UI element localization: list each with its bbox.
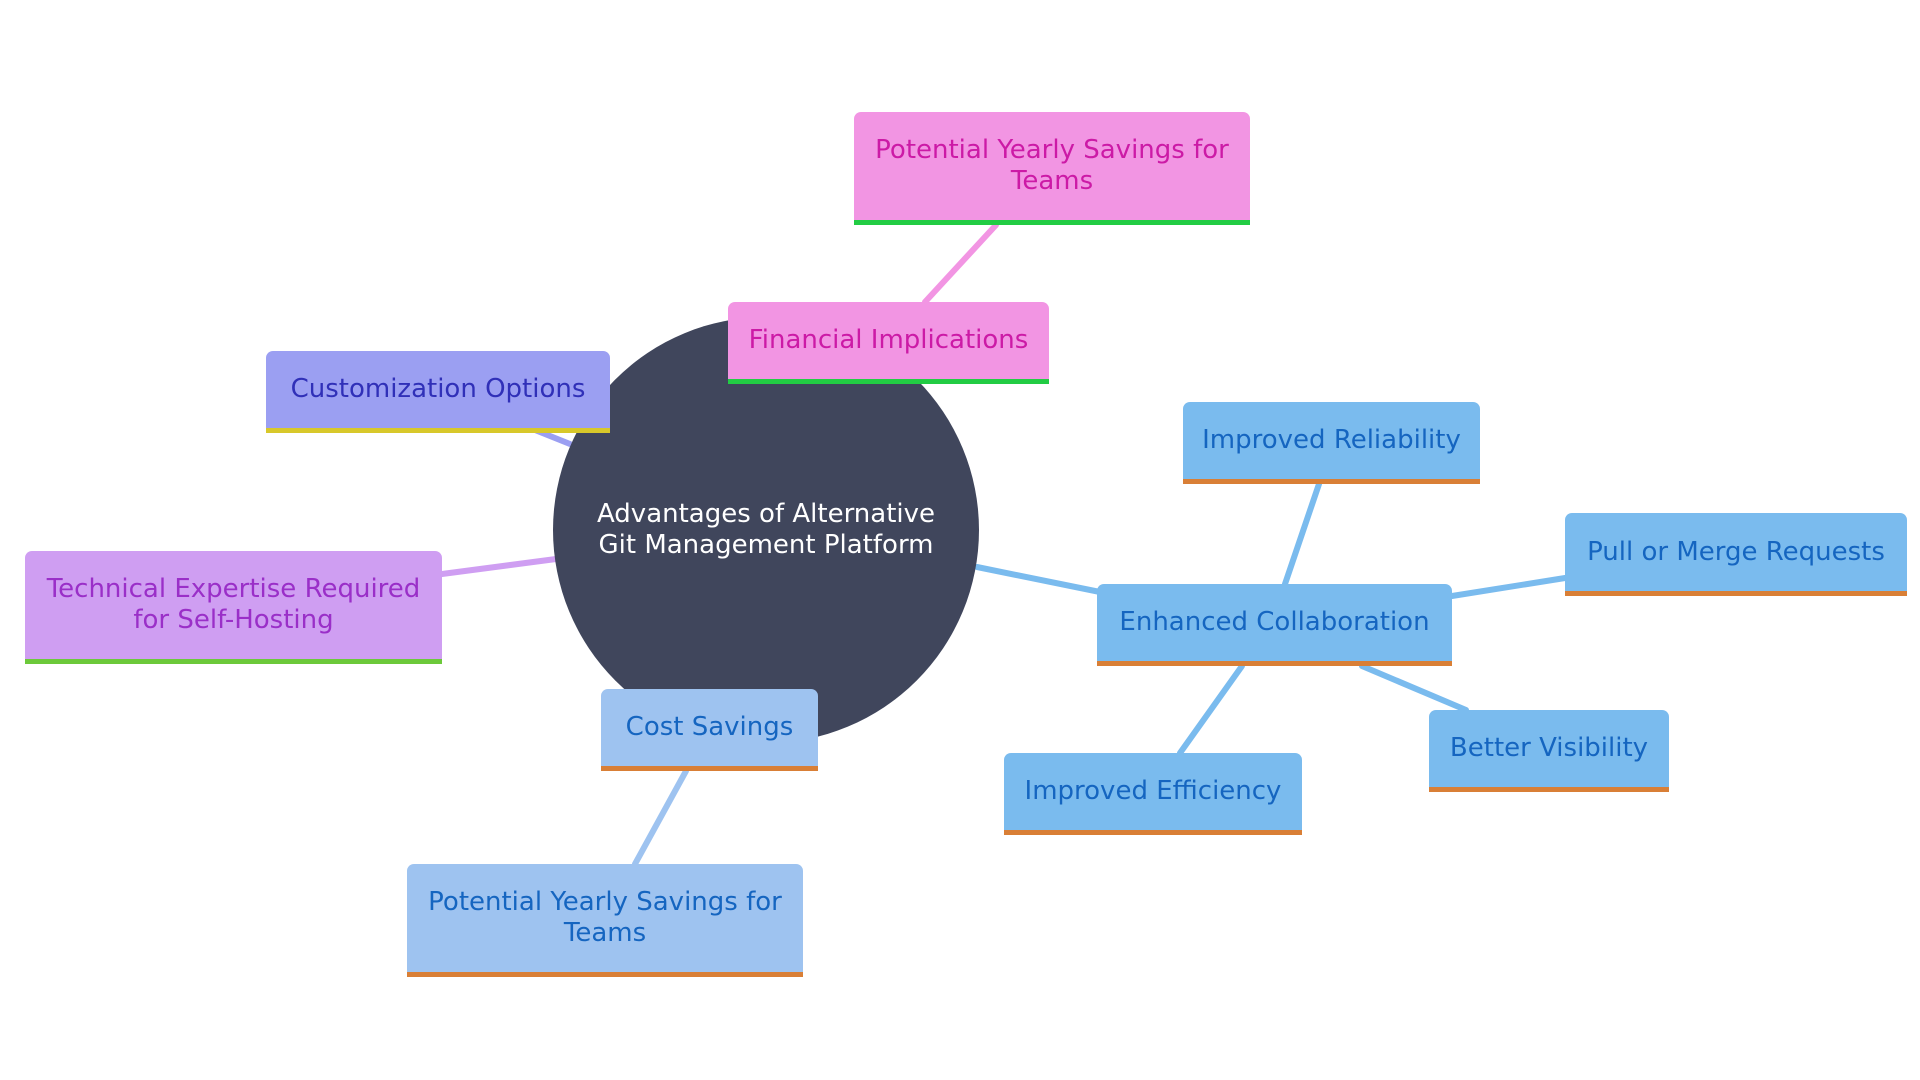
central-topic-label: Advantages of Alternative Git Management… [596,499,936,560]
node-pull-or-merge-requests: Pull or Merge Requests [1565,513,1907,596]
edge-collab-efficiency [1177,663,1245,756]
node-label: Enhanced Collaboration [1119,607,1430,637]
node-cost-savings: Cost Savings [601,689,818,771]
node-improved-efficiency: Improved Efficiency [1004,753,1302,835]
central-topic: Advantages of Alternative Git Management… [553,317,979,743]
node-cost-yearly-savings: Potential Yearly Savings for Teams [407,864,803,977]
edge-hub-collaboration [974,564,1103,595]
edge-collab-pullmerge [1449,575,1568,599]
edge-cost-savings [632,768,689,867]
node-financial-implications: Financial Implications [728,302,1049,384]
node-label: Customization Options [290,374,586,404]
node-label: Potential Yearly Savings for Teams [875,135,1229,196]
node-improved-reliability: Improved Reliability [1183,402,1480,484]
edge-hub-technical [439,556,559,577]
node-better-visibility: Better Visibility [1429,710,1669,792]
node-label: Financial Implications [748,325,1029,355]
node-label: Technical Expertise Required for Self-Ho… [46,574,421,635]
node-label: Improved Reliability [1202,425,1461,455]
node-label: Better Visibility [1449,733,1649,763]
node-financial-yearly-savings: Potential Yearly Savings for Teams [854,112,1250,225]
node-label: Pull or Merge Requests [1587,536,1885,567]
node-label: Improved Efficiency [1024,776,1282,806]
edge-collab-reliability [1282,481,1322,587]
node-enhanced-collaboration: Enhanced Collaboration [1097,584,1452,666]
node-label: Potential Yearly Savings for Teams [428,887,782,948]
node-label: Cost Savings [625,712,794,742]
edge-collab-visibility [1359,663,1469,713]
node-customization-options: Customization Options [266,351,610,433]
node-technical-expertise: Technical Expertise Required for Self-Ho… [25,551,442,664]
edge-financial-savings [922,222,999,305]
